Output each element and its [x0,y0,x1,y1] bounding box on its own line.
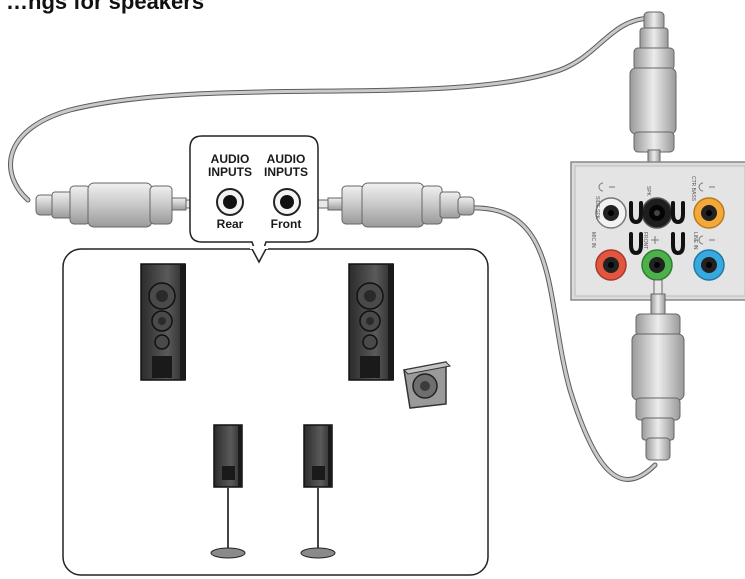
front-input-jack[interactable] [273,188,301,216]
front-input-heading: AUDIO INPUTS [256,153,316,179]
plug-direction-icon [629,201,685,256]
jack-line-in[interactable] [693,249,725,281]
speaker-icon [348,263,394,381]
jack-mic-in-label: MIC IN [590,232,596,248]
jack-rear-spk[interactable] [641,197,673,229]
audio-plug-icon [631,279,685,461]
front-input-label: Front [270,217,302,231]
cable-right [467,205,658,482]
rear-input-label: Rear [216,217,244,231]
rear-io-panel: SIDE SPK SPK CTR BASS MIC IN FRONT LINE … [570,161,745,301]
subwoofer-icon [402,361,452,409]
jack-front-out-label: FRONT [642,232,648,249]
page-title: …ngs for speakers [6,0,205,14]
rear-input-jack[interactable] [216,188,244,216]
rear-input-line1: AUDIO [210,152,250,166]
jack-line-in-label: LINE IN [692,232,698,250]
speaker-set-box [62,246,489,576]
jack-side-spk[interactable] [595,197,627,229]
jack-rear-spk-label: SPK [645,186,651,197]
jack-side-spk-label: SIDE SPK [594,196,600,220]
cable-top [8,15,653,203]
satellite-speaker-icon [300,424,336,559]
front-input-line1: AUDIO [266,152,306,166]
jack-center-bass-label: CTR BASS [690,176,696,202]
jack-front-out[interactable] [641,249,673,281]
front-input-line2: INPUTS [263,165,308,179]
jack-symbol-icon [598,182,715,245]
rear-input-heading: AUDIO INPUTS [200,153,260,179]
audio-plug-icon [317,182,475,228]
satellite-speaker-icon [210,424,246,559]
jack-center-bass[interactable] [693,197,725,229]
speaker-icon [140,263,186,381]
jack-mic-in[interactable] [595,249,627,281]
speaker-input-panel [189,135,319,265]
audio-plug-icon [35,182,197,228]
rear-input-line2: INPUTS [207,165,252,179]
